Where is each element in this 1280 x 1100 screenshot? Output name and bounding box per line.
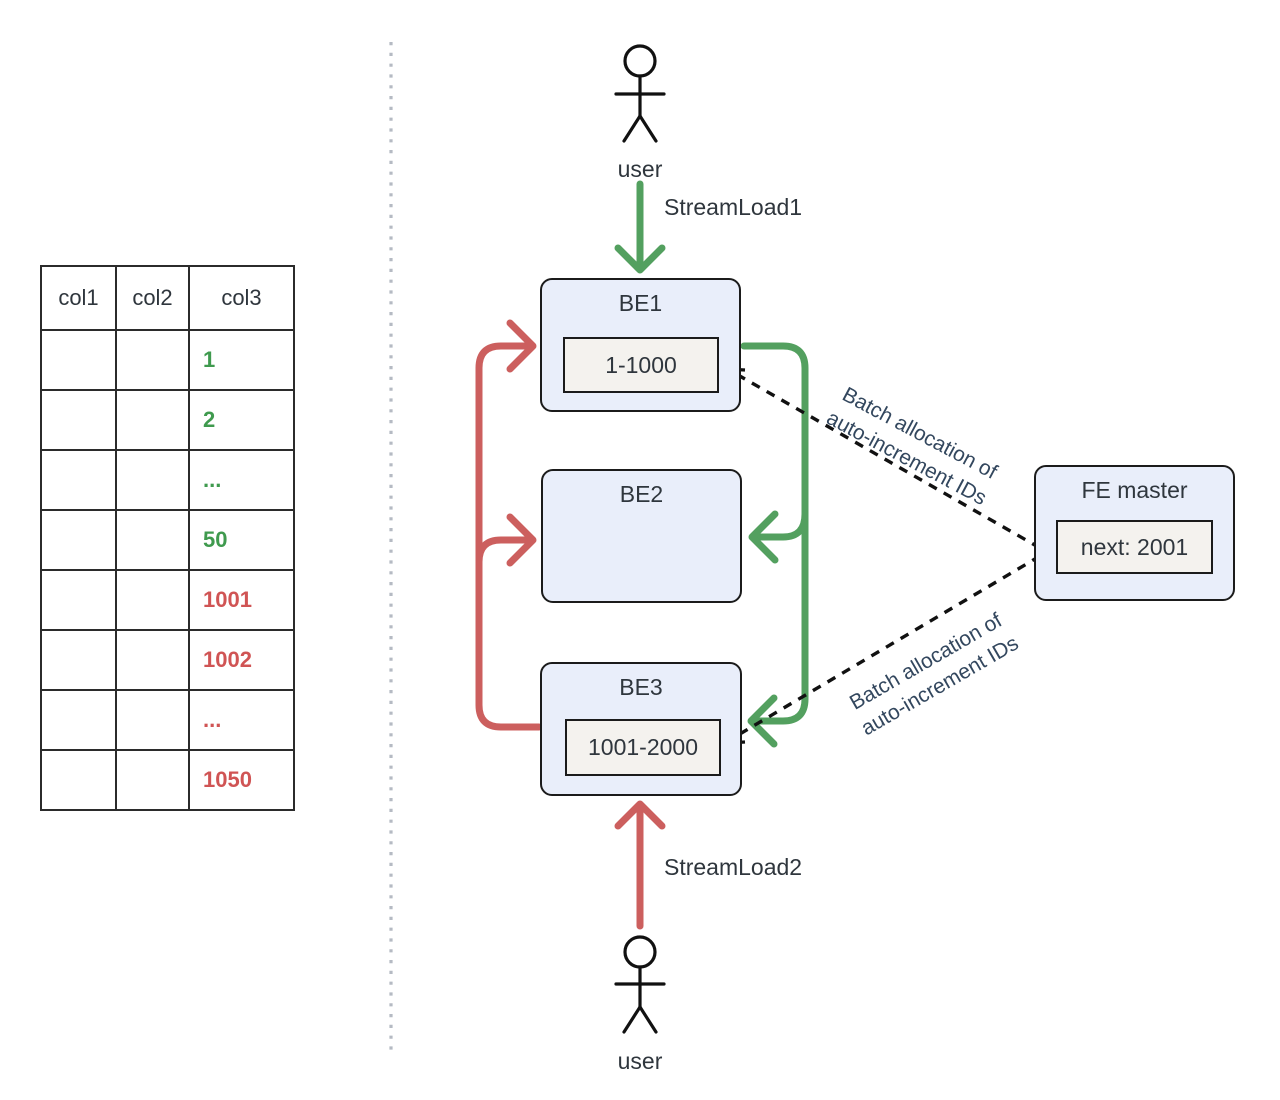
cell-col3: 50 <box>188 509 295 571</box>
cell-col1 <box>40 749 117 811</box>
node-be1: BE1 1-1000 <box>540 278 741 412</box>
table-row: 50 <box>40 509 295 571</box>
actor-top-leg-left <box>622 114 642 143</box>
cell-col2 <box>115 629 190 691</box>
table-row: 1 <box>40 329 295 391</box>
node-be2-title: BE2 <box>619 481 664 507</box>
cell-col3: 1002 <box>188 629 295 691</box>
node-be3: BE3 1001-2000 <box>540 662 742 796</box>
fe-next-id: next: 2001 <box>1080 533 1189 560</box>
table-row: 2 <box>40 389 295 451</box>
red-loop-be3-to-be1 <box>475 342 543 731</box>
cell-col2 <box>115 749 190 811</box>
streamload1-label: StreamLoad1 <box>664 194 803 220</box>
cell-col1 <box>40 389 117 451</box>
cell-col1 <box>40 329 117 391</box>
cell-col3: 1050 <box>188 749 295 811</box>
col1-header: col1 <box>40 265 117 331</box>
cell-col1 <box>40 629 117 691</box>
id-table: col1 col2 col3 1 2 ... 5 <box>40 265 295 811</box>
node-fe-master: FE master next: 2001 <box>1034 465 1235 601</box>
streamload2-arrow <box>614 800 666 930</box>
red-arrowhead-be1 <box>506 319 537 373</box>
be3-id-range: 1001-2000 <box>588 734 698 760</box>
cell-col1 <box>40 509 117 571</box>
actor-bottom-head <box>623 935 657 969</box>
col3-header: col3 <box>188 265 295 331</box>
actor-top-leg-right <box>638 114 658 143</box>
red-distribution-arrows <box>475 319 543 731</box>
cell-col3: ... <box>188 689 295 751</box>
cell-col3: ... <box>188 449 295 511</box>
cell-col3: 1 <box>188 329 295 391</box>
cell-col3: 2 <box>188 389 295 451</box>
node-be1-title: BE1 <box>618 290 663 316</box>
be1-id-range: 1-1000 <box>605 351 677 378</box>
green-distribution-arrows <box>740 342 809 748</box>
green-arrowhead-be2 <box>748 510 779 564</box>
cell-col2 <box>115 449 190 511</box>
green-arrowhead-be3 <box>747 694 778 748</box>
cell-col2 <box>115 569 190 631</box>
be3-id-range-box: 1001-2000 <box>565 719 721 776</box>
dashed-line-fe-to-be1 <box>730 369 1041 550</box>
table-row: 1002 <box>40 629 295 691</box>
col2-header: col2 <box>115 265 190 331</box>
cell-col2 <box>115 509 190 571</box>
cell-col3: 1001 <box>188 569 295 631</box>
actor-bottom-figure <box>614 935 666 1034</box>
table-row: 1001 <box>40 569 295 631</box>
streamload1-arrow <box>614 180 666 274</box>
actor-top-head <box>623 44 657 78</box>
be1-id-range-box: 1-1000 <box>563 337 719 393</box>
actor-bottom-leg-right <box>638 1005 658 1034</box>
red-arrowhead-be2 <box>506 513 537 567</box>
node-be3-title: BE3 <box>619 674 663 700</box>
streamload2-label: StreamLoad2 <box>664 854 803 880</box>
actor-top-figure <box>614 44 666 143</box>
actor-bottom-leg-left <box>622 1005 642 1034</box>
streamload1-arrowhead <box>614 244 666 274</box>
fe-next-id-box: next: 2001 <box>1056 520 1213 574</box>
cell-col2 <box>115 329 190 391</box>
cell-col2 <box>115 689 190 751</box>
table-row: ... <box>40 689 295 751</box>
actor-top-label: user <box>617 156 663 182</box>
cell-col1 <box>40 689 117 751</box>
green-branch-to-be2 <box>755 510 809 541</box>
green-loop-be1-to-be3 <box>740 342 809 725</box>
red-branch-to-be2 <box>475 536 530 566</box>
actor-bottom-label: user <box>617 1048 663 1074</box>
streamload2-arrowhead <box>614 800 666 830</box>
table-row: ... <box>40 449 295 511</box>
cell-col1 <box>40 569 117 631</box>
cell-col2 <box>115 389 190 451</box>
node-fe-master-title: FE master <box>1081 477 1188 503</box>
cell-col1 <box>40 449 117 511</box>
table-row: 1050 <box>40 749 295 811</box>
node-be2: BE2 <box>541 469 742 603</box>
table-header-row: col1 col2 col3 <box>40 265 295 331</box>
